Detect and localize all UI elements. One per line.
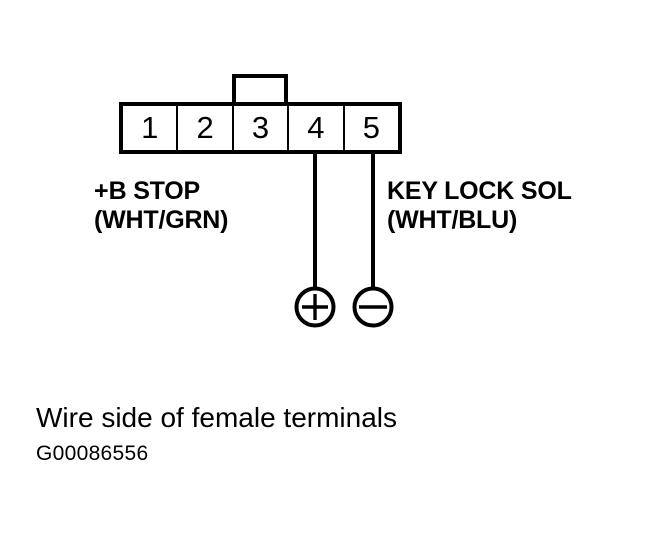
connector-assembly: 1 2 3 4 5 xyxy=(94,74,572,328)
cavity-number-3: 3 xyxy=(251,109,270,145)
connector-cavity-3: 3 xyxy=(234,106,290,150)
minus-terminal-symbol xyxy=(352,286,394,328)
connector-cavity-2: 2 xyxy=(178,106,234,150)
plus-sign-glyph: + xyxy=(94,177,109,205)
cavity-number-2: 2 xyxy=(196,109,214,145)
callout-key-lock-sol-circuit-name: KEY LOCK SOL xyxy=(387,177,572,205)
callout-key-lock-sol-wire-color: (WHT/BLU) xyxy=(387,206,518,234)
cavity-number-1: 1 xyxy=(141,109,159,145)
callout-b-stop-circuit: +B STOP xyxy=(94,177,228,206)
callout-b-stop: +B STOP (WHT/GRN) xyxy=(94,177,228,235)
connector-cavity-5: 5 xyxy=(345,106,398,150)
connector-body: 1 2 3 4 5 xyxy=(119,102,402,154)
connector-lock-tab xyxy=(232,74,288,104)
lead-wire-pin-5 xyxy=(371,150,375,290)
callout-b-stop-wire-color: (WHT/GRN) xyxy=(94,206,229,234)
plus-terminal-symbol xyxy=(294,286,336,328)
cavity-number-5: 5 xyxy=(362,109,380,145)
cavity-number-4: 4 xyxy=(307,109,325,145)
lead-wire-pin-4 xyxy=(313,150,317,290)
connector-cavity-4: 4 xyxy=(289,106,345,150)
figure-id-label: G00086556 xyxy=(36,442,149,465)
callout-b-stop-circuit-name: B STOP xyxy=(108,177,201,205)
callout-key-lock-sol: KEY LOCK SOL (WHT/BLU) xyxy=(387,177,572,235)
connector-cavity-1: 1 xyxy=(123,106,179,150)
diagram-caption: Wire side of female terminals xyxy=(36,402,398,433)
